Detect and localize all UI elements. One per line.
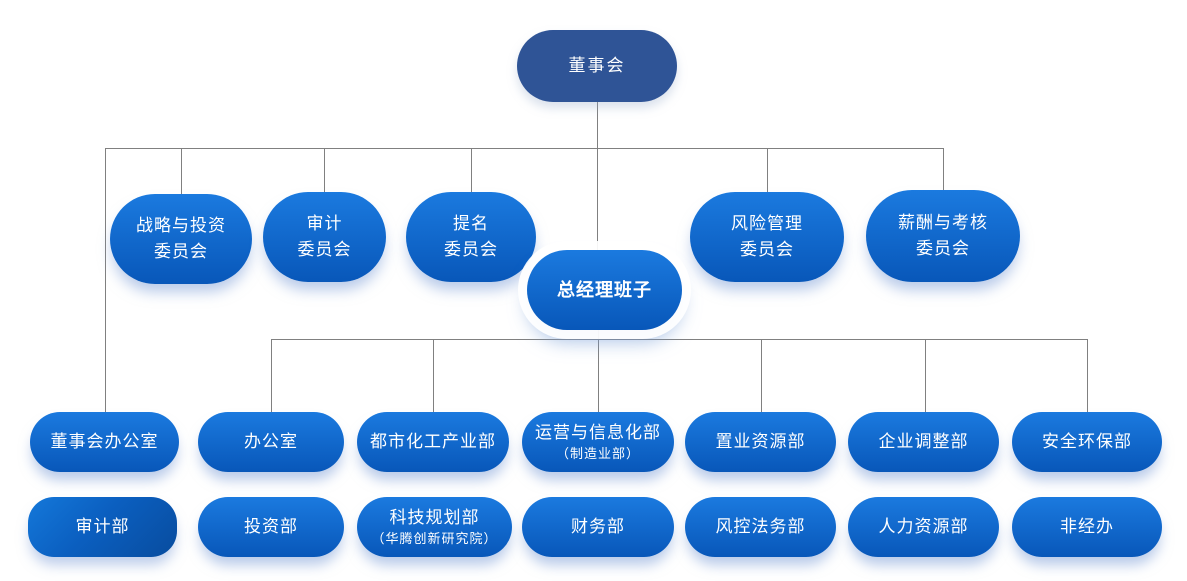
connector-line-to-risk-committee (767, 148, 768, 194)
connector-line-level2 (271, 339, 1088, 340)
connector-line-to-strategy-committee (181, 148, 182, 196)
node-label: 战略与投资 (136, 216, 226, 235)
org-node-audit-committee: 审计 委员会 (263, 192, 386, 282)
org-node-risk-management-committee: 风险管理 委员会 (690, 192, 844, 282)
org-node-tech-planning-dept: 科技规划部 （华腾创新研究院） (357, 497, 512, 557)
node-label: 委员会 (444, 240, 498, 259)
node-label: 企业调整部 (878, 432, 969, 451)
node-sublabel: （制造业部） (555, 445, 640, 461)
org-node-risk-legal-dept: 风控法务部 (685, 497, 836, 557)
node-label: 委员会 (916, 239, 970, 258)
node-label: 董事会 (568, 56, 626, 75)
node-label: 财务部 (571, 517, 625, 536)
node-label: 提名 (453, 214, 489, 233)
connector-line-to-audit-committee (324, 148, 325, 194)
org-node-human-resources-dept: 人力资源部 (848, 497, 999, 557)
org-node-general-office: 办公室 (198, 412, 344, 472)
org-node-audit-dept: 审计部 (28, 497, 177, 557)
org-node-investment-dept: 投资部 (198, 497, 344, 557)
org-node-board-office: 董事会办公室 (30, 412, 179, 472)
connector-line-to-safety-dept (1087, 339, 1088, 414)
node-sublabel: （华腾创新研究院） (371, 530, 498, 546)
connector-line-board-to-gm (597, 102, 598, 250)
connector-line-level1 (105, 148, 943, 149)
node-label: 审计部 (75, 517, 130, 536)
connector-line-to-general-office (271, 339, 272, 414)
node-label: 办公室 (244, 432, 298, 451)
org-node-non-operating-office: 非经办 (1012, 497, 1162, 557)
node-label: 非经办 (1060, 517, 1114, 536)
node-label: 委员会 (740, 240, 794, 259)
org-node-operations-informatization-dept: 运营与信息化部 （制造业部） (522, 412, 674, 472)
org-node-compensation-assessment-committee: 薪酬与考核 委员会 (866, 190, 1020, 282)
org-node-nomination-committee: 提名 委员会 (406, 192, 536, 282)
node-label: 都市化工产业部 (370, 432, 496, 451)
connector-line-to-compensation-committee (943, 148, 944, 192)
node-label: 审计 (306, 214, 343, 233)
node-label: 运营与信息化部 (535, 422, 661, 442)
node-label: 总经理班子 (557, 280, 652, 300)
connector-line-left-to-board-office (105, 148, 106, 414)
node-label: 委员会 (154, 242, 208, 261)
node-label: 委员会 (297, 240, 352, 259)
org-node-finance-dept: 财务部 (522, 497, 674, 557)
node-label: 置业资源部 (715, 432, 806, 451)
org-node-strategy-investment-committee: 战略与投资 委员会 (110, 194, 252, 284)
org-node-urban-chemical-industry-dept: 都市化工产业部 (357, 412, 509, 472)
connector-line-to-enterprise-adjustment-dept (925, 339, 926, 414)
node-label: 科技规划部 (389, 507, 480, 527)
org-node-general-manager-team: 总经理班子 (527, 250, 682, 330)
node-label: 风控法务部 (715, 517, 806, 536)
org-node-board-of-directors: 董事会 (517, 30, 677, 102)
node-label: 董事会办公室 (50, 432, 159, 451)
node-label: 安全环保部 (1042, 432, 1132, 451)
connector-line-to-realty-dept (761, 339, 762, 414)
connector-line-to-urban-chemical-dept (433, 339, 434, 414)
org-node-realty-resources-dept: 置业资源部 (685, 412, 836, 472)
org-node-enterprise-adjustment-dept: 企业调整部 (848, 412, 999, 472)
node-label: 风险管理 (731, 214, 803, 233)
connector-line-to-nomination-committee (471, 148, 472, 194)
node-label: 人力资源部 (878, 517, 969, 536)
connector-line-gm-down (598, 330, 599, 414)
node-label: 薪酬与考核 (898, 213, 988, 232)
org-node-safety-environment-dept: 安全环保部 (1012, 412, 1162, 472)
node-label: 投资部 (244, 517, 298, 536)
